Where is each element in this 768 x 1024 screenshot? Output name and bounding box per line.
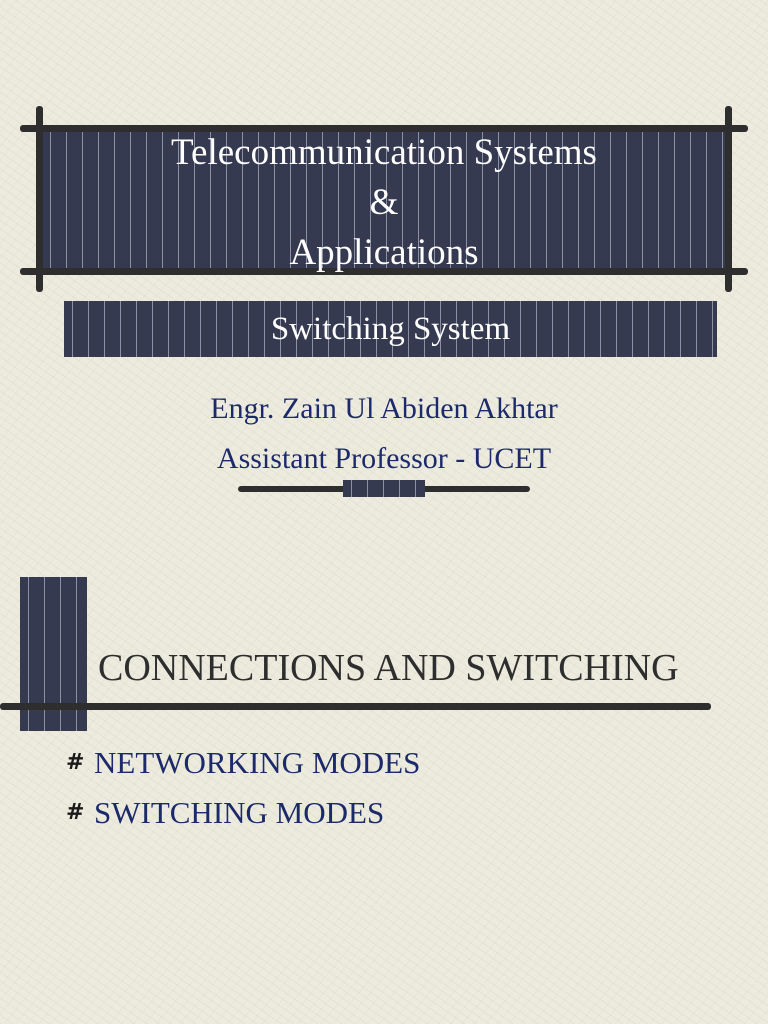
frame-left-line	[36, 106, 43, 292]
slide-subtitle: Switching System	[270, 311, 511, 347]
title-line-1: Telecommunication Systems	[171, 132, 597, 173]
author-role: Assistant Professor - UCET	[216, 442, 552, 475]
title-line-2: &	[369, 182, 399, 223]
hash-bullet-icon: #	[66, 750, 85, 775]
frame-bottom-line	[20, 268, 748, 275]
subtitle-panel	[64, 301, 717, 357]
title-panel	[42, 130, 726, 272]
section-heading: CONNECTIONS AND SWITCHING	[98, 647, 679, 689]
list-item: # SWITCHING MODES	[66, 788, 420, 838]
slide-title: Telecommunication Systems & Applications	[42, 128, 726, 278]
bullet-list: # NETWORKING MODES # SWITCHING MODES	[66, 738, 420, 838]
hash-bullet-icon: #	[66, 800, 85, 825]
section-heading-rule	[0, 703, 711, 710]
author-name: Engr. Zain Ul Abiden Akhtar	[210, 392, 558, 425]
frame-top-line	[20, 125, 748, 132]
author-underline-block	[343, 480, 425, 497]
title-line-3: Applications	[289, 232, 479, 273]
bullet-text: NETWORKING MODES	[94, 745, 421, 780]
frame-right-line	[725, 106, 732, 292]
list-item: # NETWORKING MODES	[66, 738, 420, 788]
bullet-text: SWITCHING MODES	[94, 795, 385, 830]
